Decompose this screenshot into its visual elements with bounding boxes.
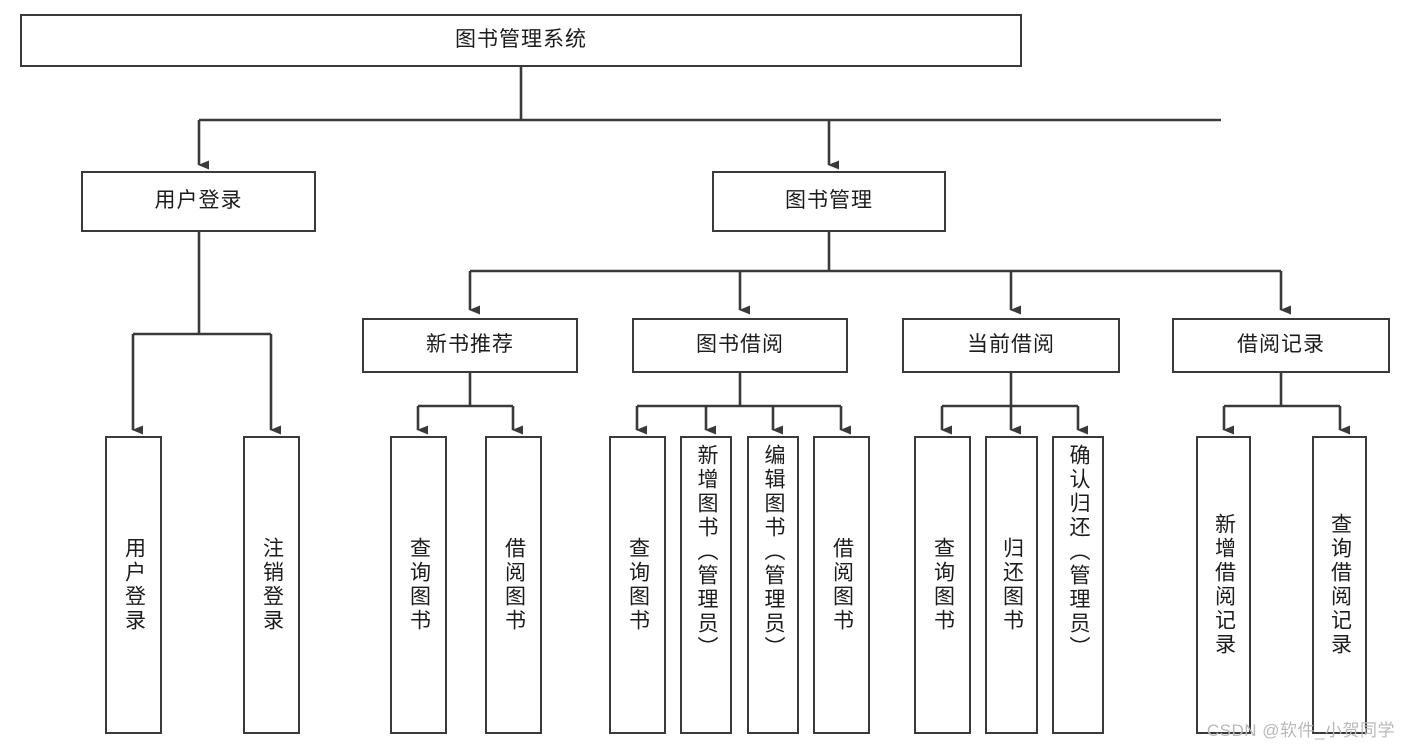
node-borrow-record[interactable]: 借阅记录 [1172,318,1390,373]
leaf-query-book-current[interactable]: 查询图书 [914,436,971,734]
node-label: 编辑图书（管理员） [762,444,786,660]
node-label: 查询图书 [626,537,650,633]
leaf-return-book[interactable]: 归还图书 [985,436,1038,734]
node-book-borrow[interactable]: 图书借阅 [632,318,848,373]
leaf-borrow-book[interactable]: 借阅图书 [813,436,870,734]
leaf-add-book-admin[interactable]: 新增图书（管理员） [680,436,732,734]
node-label: 图书借阅 [696,333,784,357]
node-label: 借阅记录 [1237,333,1325,357]
leaf-confirm-return-admin[interactable]: 确认归还（管理员） [1052,436,1104,734]
node-new-book-recommend[interactable]: 新书推荐 [362,318,578,373]
node-label: 注销登录 [260,537,284,633]
node-current-borrow[interactable]: 当前借阅 [902,318,1120,373]
node-label: 用户登录 [154,189,243,213]
node-label: 用户登录 [122,537,146,633]
leaf-query-book-borrow[interactable]: 查询图书 [609,436,666,734]
node-label: 新书推荐 [426,333,514,357]
node-label: 当前借阅 [967,333,1055,357]
node-root-library-system[interactable]: 图书管理系统 [20,14,1022,67]
node-book-management[interactable]: 图书管理 [712,171,946,232]
node-label: 查询借阅记录 [1328,513,1352,657]
node-label: 新增借阅记录 [1212,513,1236,657]
node-label: 查询图书 [931,537,955,633]
node-label: 确认归还（管理员） [1067,444,1091,660]
node-user-login[interactable]: 用户登录 [81,171,316,232]
leaf-borrow-book-recommend[interactable]: 借阅图书 [485,436,542,734]
csdn-watermark: CSDN @软件_小贺同学 [1206,721,1395,740]
node-label: 图书管理 [785,189,873,213]
node-label: 借阅图书 [502,537,526,633]
leaf-add-borrow-record[interactable]: 新增借阅记录 [1196,436,1251,734]
leaf-user-login[interactable]: 用户登录 [105,436,162,734]
node-label: 归还图书 [1000,537,1024,633]
node-label: 借阅图书 [830,537,854,633]
node-label: 图书管理系统 [455,28,587,52]
leaf-edit-book-admin[interactable]: 编辑图书（管理员） [747,436,799,734]
node-label: 查询图书 [407,537,431,633]
node-label: 新增图书（管理员） [695,444,719,660]
leaf-query-borrow-record[interactable]: 查询借阅记录 [1312,436,1367,734]
leaf-query-book-recommend[interactable]: 查询图书 [390,436,447,734]
leaf-logout[interactable]: 注销登录 [243,436,300,734]
